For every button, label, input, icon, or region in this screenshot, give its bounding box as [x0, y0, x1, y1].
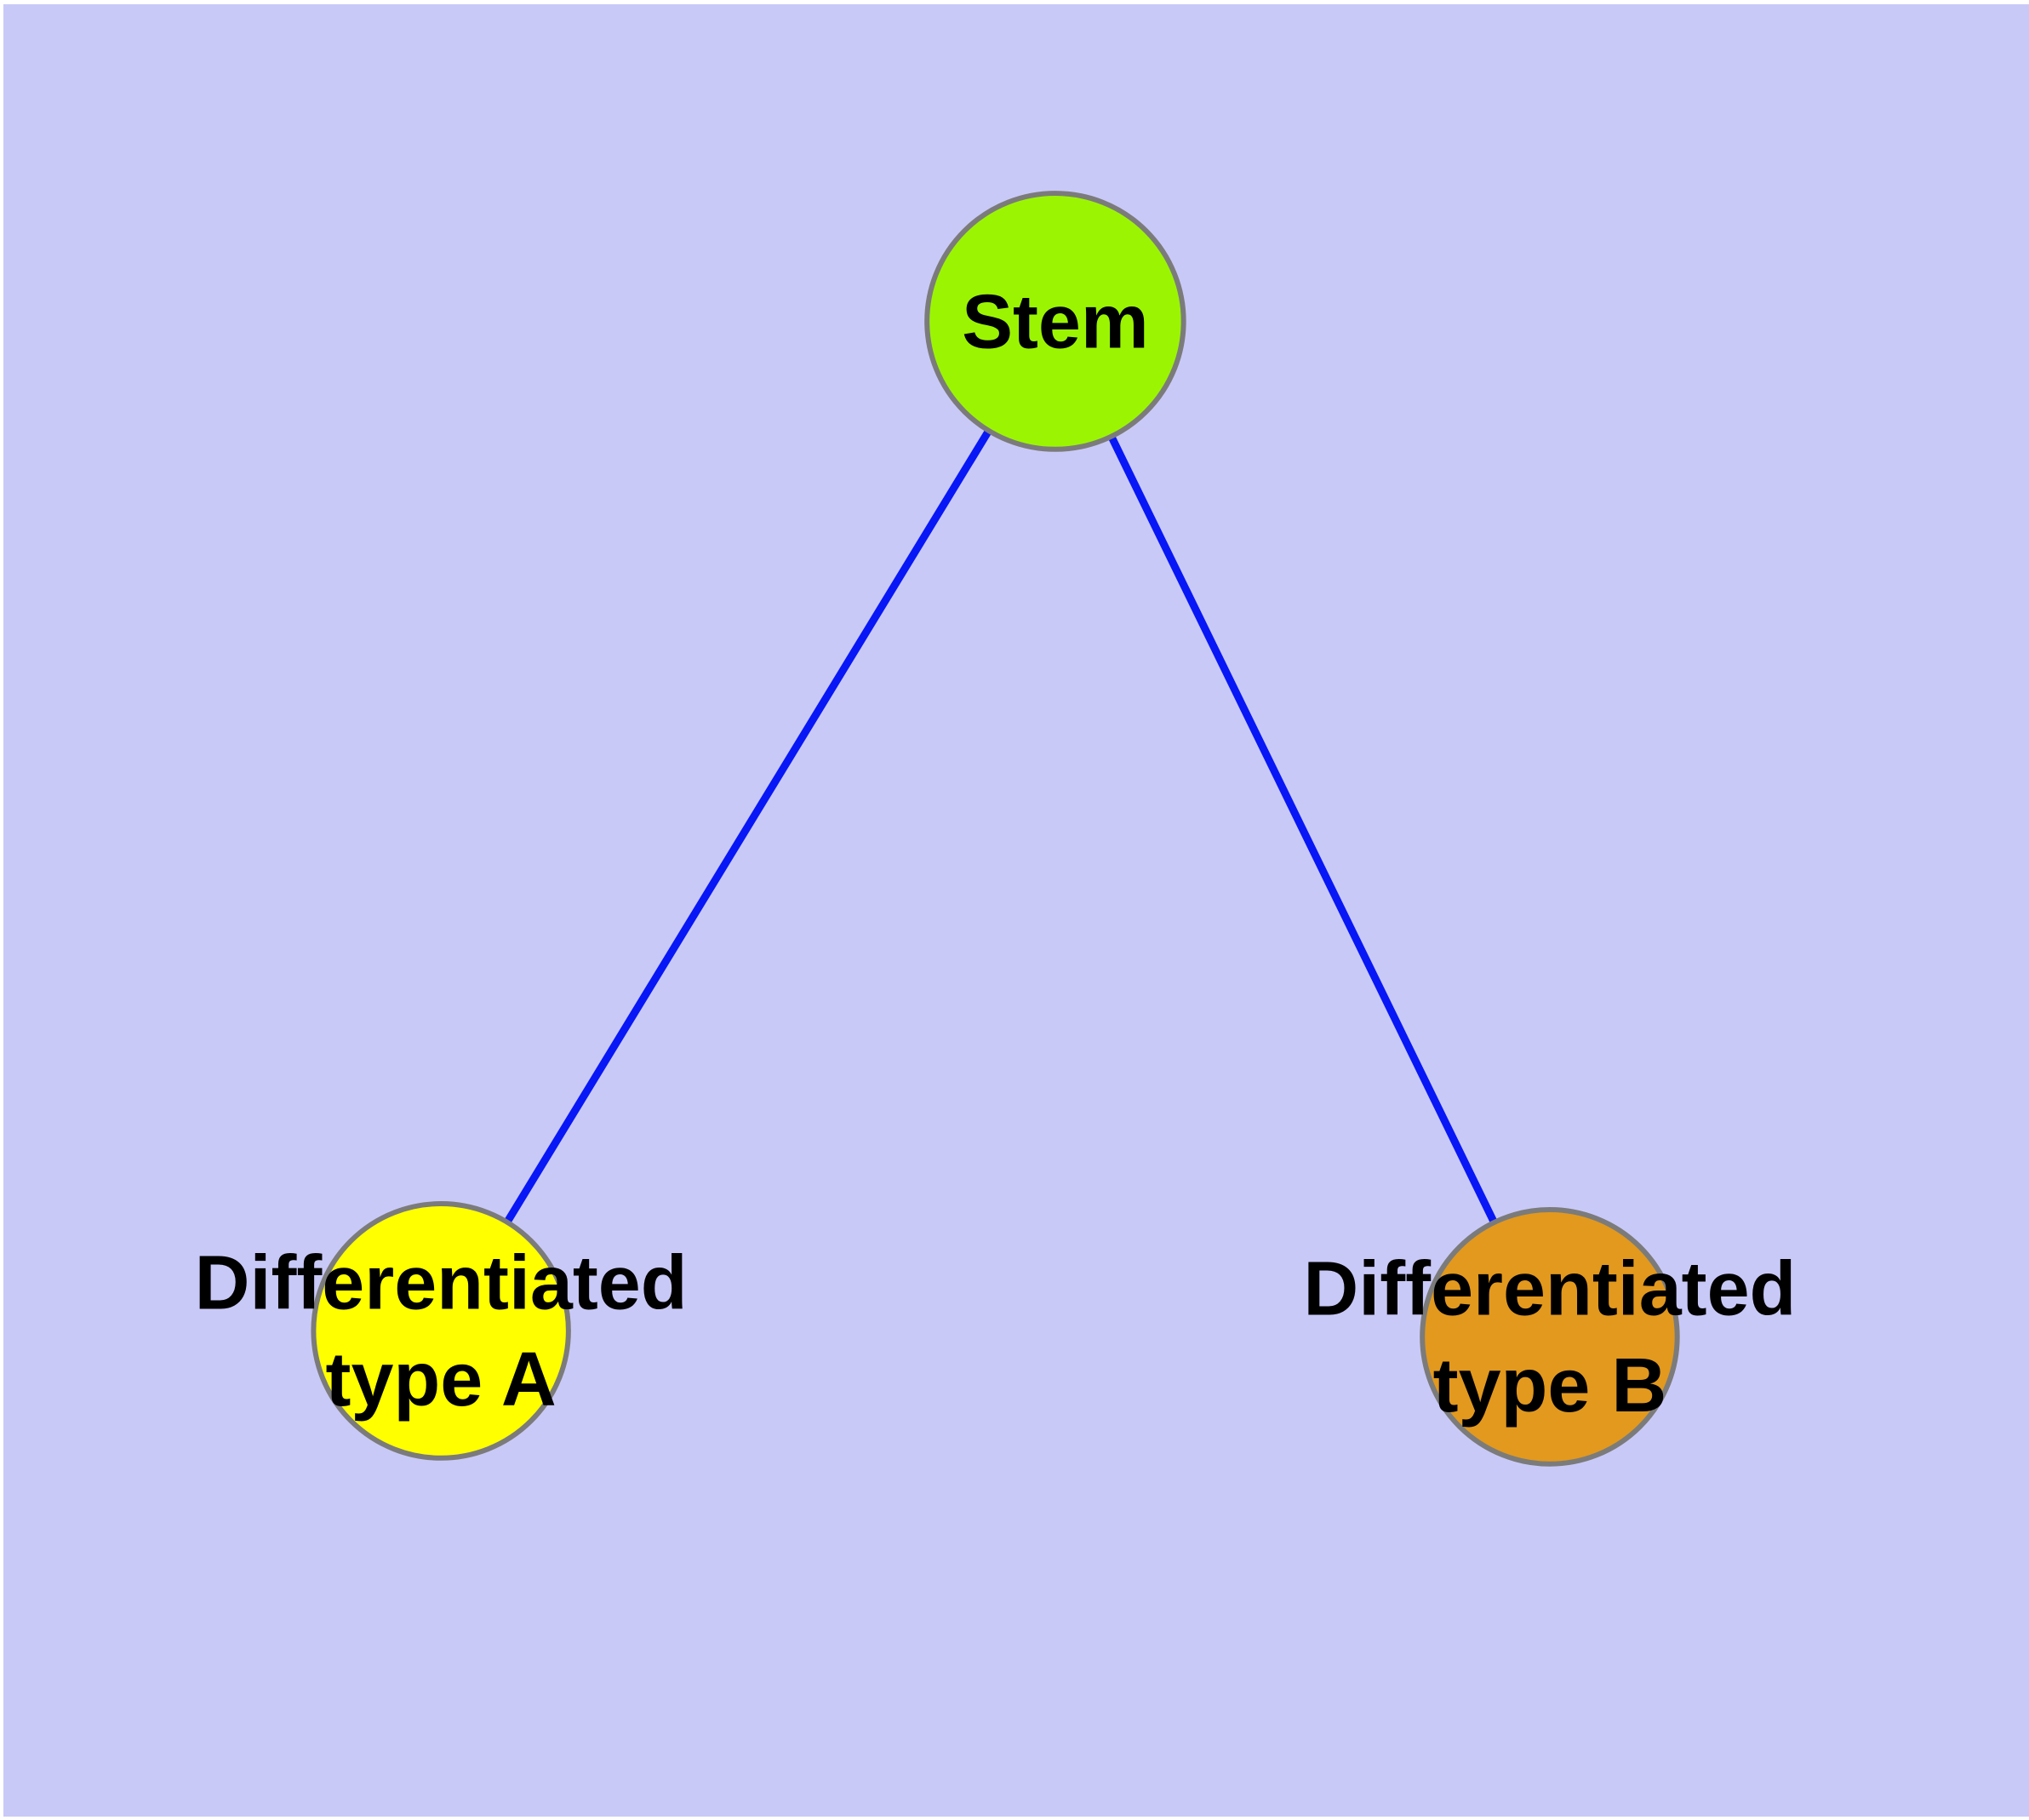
node-label-type-a-line-2: type A: [326, 1337, 557, 1422]
node-differentiated-type-b: [1420, 1207, 1680, 1467]
diagram-canvas: Stem Differentiated type A Differentiate…: [3, 4, 2029, 1817]
node-label-type-b-line-1: Differentiated: [1303, 1247, 1796, 1332]
node-label-type-b-line-2: type B: [1433, 1343, 1667, 1428]
node-stem: [924, 191, 1186, 452]
node-label-type-a-line-1: Differentiated: [195, 1241, 688, 1326]
edge-stem-to-type-a: [437, 319, 1059, 1333]
graph-svg: Stem Differentiated type A Differentiate…: [3, 4, 2029, 1817]
edge-stem-to-type-b: [1051, 319, 1553, 1339]
node-differentiated-type-a: [311, 1201, 571, 1461]
node-label-stem: Stem: [962, 279, 1149, 364]
